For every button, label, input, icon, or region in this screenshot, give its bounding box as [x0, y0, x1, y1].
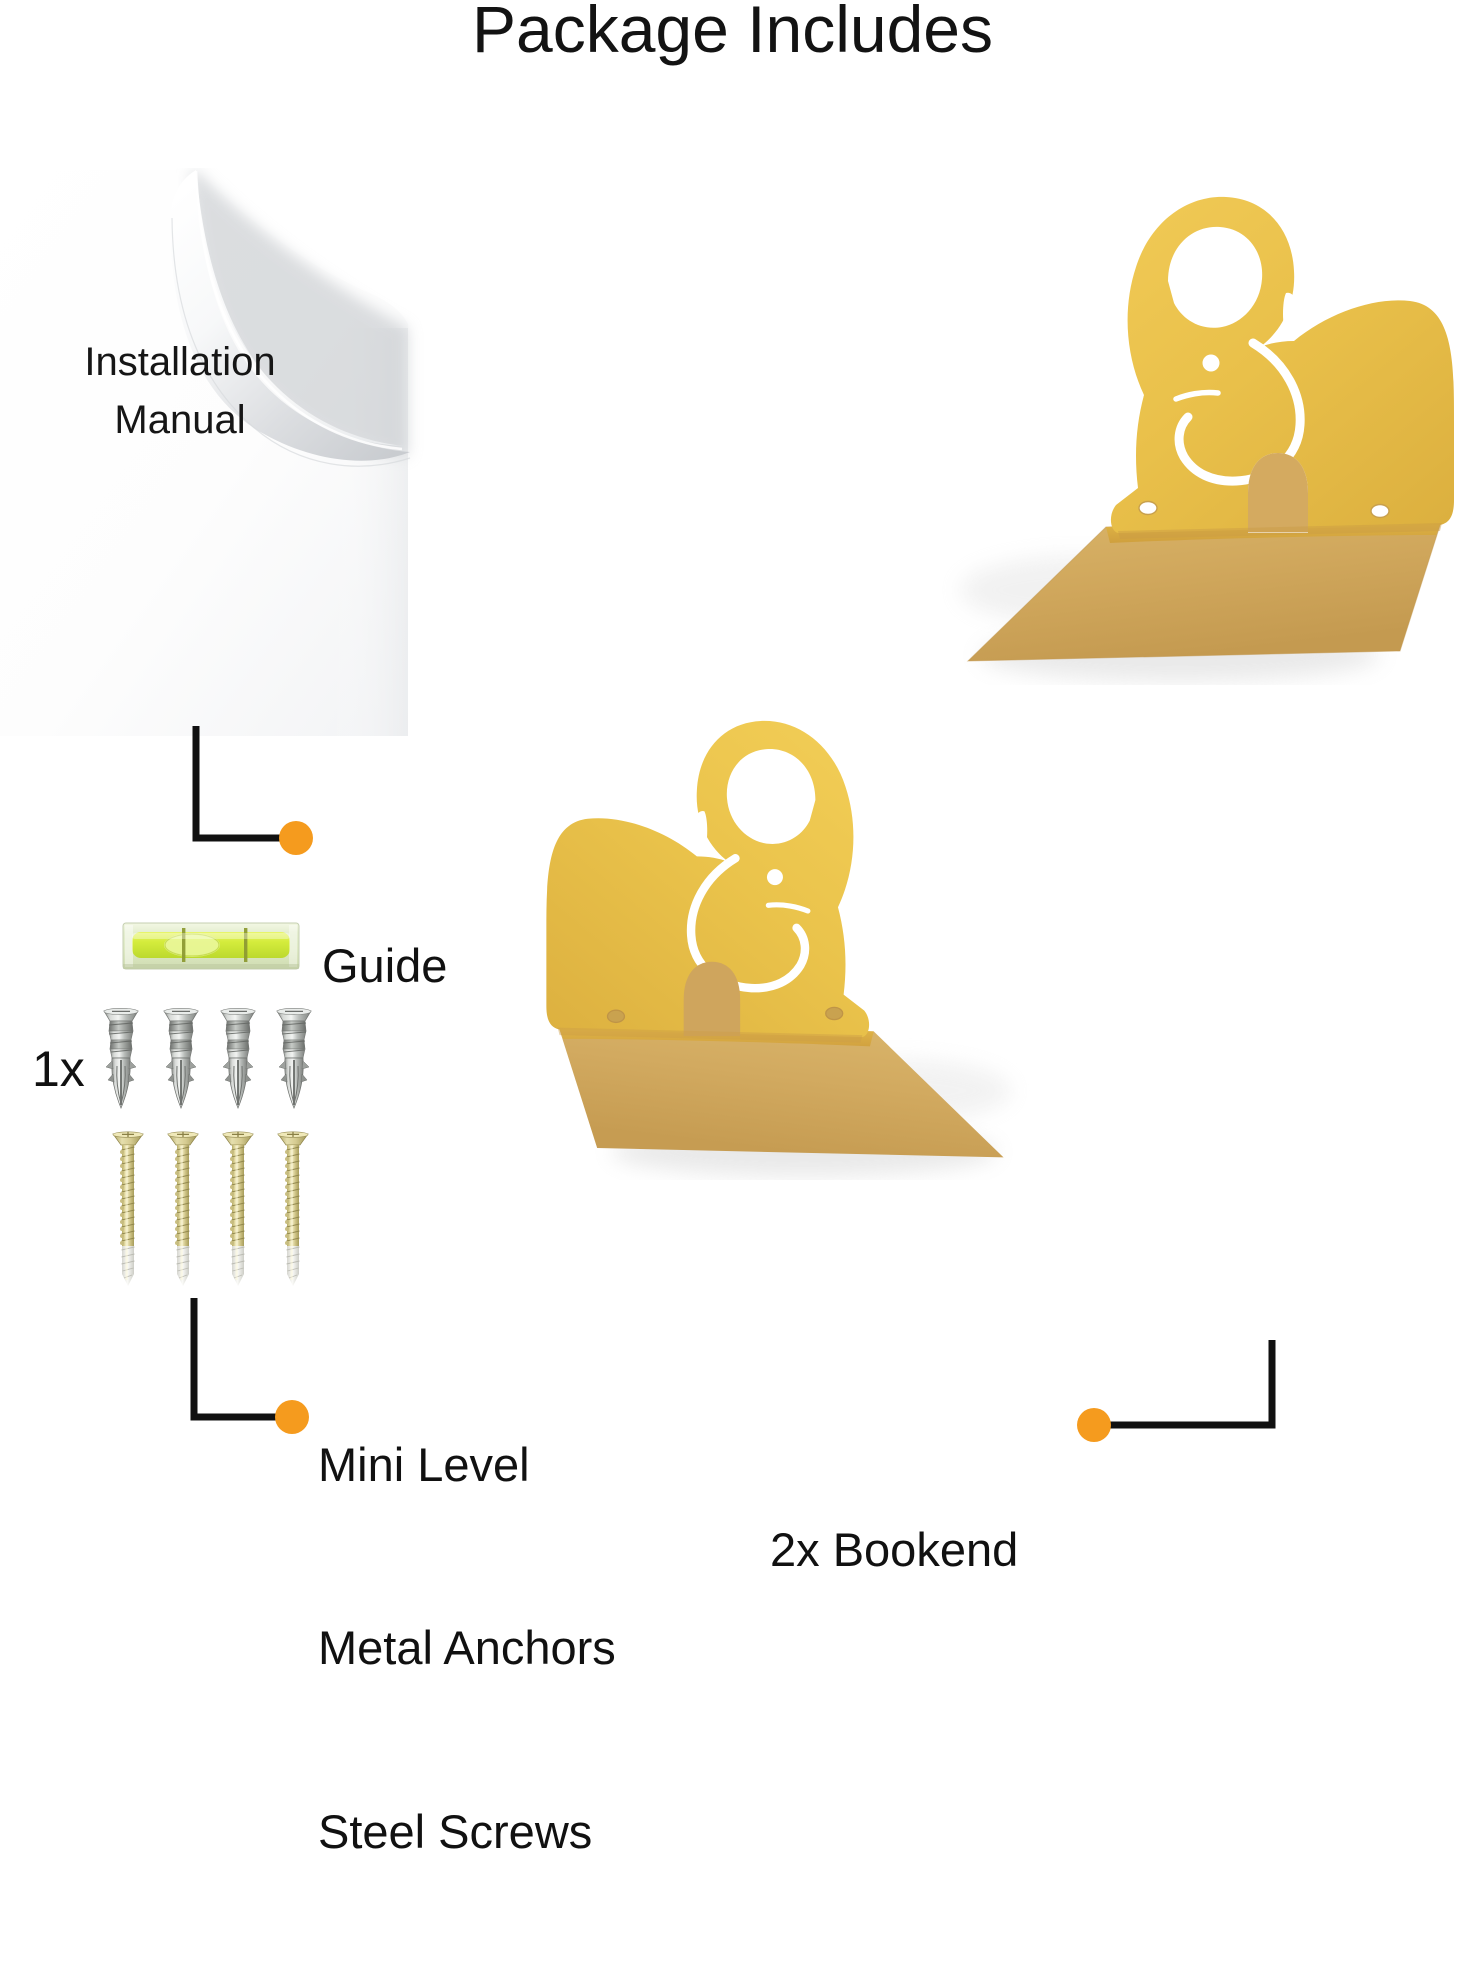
- bookend-leader-line: [1074, 1300, 1294, 1450]
- bookend-bottom: [505, 625, 1075, 1185]
- package-includes-infographic: Package Includes: [0, 0, 1460, 1858]
- metal-anchors: [96, 1005, 314, 1122]
- callout-line: Guide: [322, 939, 448, 993]
- callout-line: Steel Screws: [318, 1804, 593, 1858]
- callout-label-bookend: 2x Bookend: [770, 1397, 1018, 1702]
- callout-line: 2x Bookend: [770, 1523, 1019, 1577]
- hardware-quantity-label: 1x: [32, 1041, 85, 1097]
- installation-manual-paper: Installation Manual: [0, 168, 415, 736]
- hardware-leader-line: [188, 1292, 328, 1442]
- manual-line-1: Installation: [84, 340, 276, 384]
- bookend-top: [930, 95, 1460, 690]
- page-title: Package Includes: [471, 0, 993, 66]
- mini-level: [122, 920, 300, 977]
- manual-line-2: Manual: [114, 398, 246, 442]
- steel-screws: [104, 1128, 314, 1305]
- callout-label-hardware: Mini Level Metal Anchors Steel Screws: [318, 1312, 616, 1984]
- guide-leader-line: [190, 720, 330, 860]
- manual-title-text: Installation Manual: [0, 333, 360, 449]
- callout-line: Mini Level: [318, 1438, 530, 1492]
- callout-label-guide: Guide: [322, 813, 447, 1118]
- callout-line: Metal Anchors: [318, 1621, 616, 1675]
